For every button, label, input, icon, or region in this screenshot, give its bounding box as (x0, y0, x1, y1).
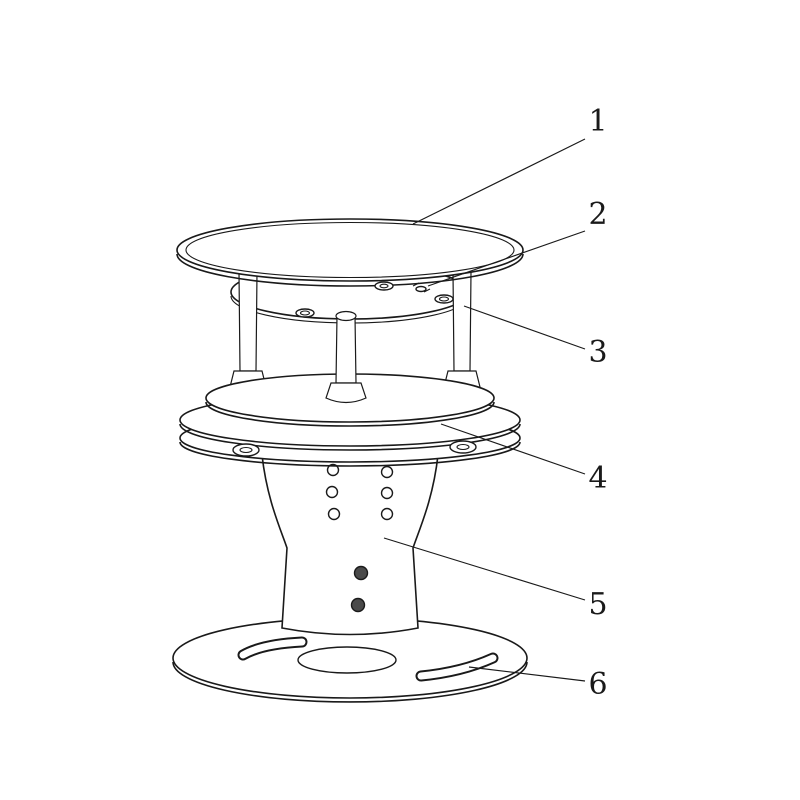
post-left-shaft (238, 271, 258, 372)
body-vent-hole (380, 486, 394, 500)
post-front-top (335, 310, 357, 322)
top-plate-hole (434, 294, 454, 304)
top-plate-fitting (415, 285, 427, 293)
mounting-plate-right-slot (415, 652, 499, 682)
callout-6-number: 6 (588, 667, 607, 702)
callout-4-number: 4 (588, 461, 607, 496)
shield-bolt-hole-right-inner (456, 443, 470, 451)
mounting-plate-rim (172, 661, 528, 703)
shield-ring-bottom-rim (179, 441, 521, 467)
top-plate-hole (374, 281, 394, 291)
sensor-body-shell (261, 454, 439, 636)
callout-2-leader-line (427, 230, 586, 287)
callout-5-number: 5 (588, 587, 607, 622)
top-plate-fitting-marks (412, 282, 431, 293)
top-plate-hole-inner (438, 296, 450, 302)
top-cap (176, 218, 524, 287)
mounting-plate (172, 617, 528, 703)
transducer-post-front (325, 310, 367, 404)
body-vent-hole (325, 485, 339, 499)
post-right-shaft (452, 271, 472, 372)
callout-3-leader-line (463, 305, 586, 350)
top-plate-holes (295, 281, 454, 318)
top-plate-hole-inner (379, 283, 389, 289)
top-plate-hole-inner (299, 310, 311, 316)
top-cap-rim (176, 253, 524, 287)
body-vent-hole (380, 507, 394, 521)
post-front-shaft (335, 315, 357, 384)
shield-bolt-hole-left-inner (239, 446, 253, 454)
body-screw-hole (350, 597, 366, 613)
body-vent-hole (327, 507, 341, 521)
callout-2-number: 2 (588, 197, 607, 232)
callout-6-leader-line (468, 666, 586, 682)
post-front-foot (325, 382, 367, 404)
callout-1-number: 1 (588, 104, 607, 139)
top-cap-inner-edge (185, 221, 515, 279)
shield-bolt-hole-right (449, 440, 477, 454)
mounting-plate-center-hole (297, 646, 397, 674)
shield-bolt-hole-left (232, 443, 260, 457)
shield-ring-top-rim (205, 401, 495, 427)
callouts: 1 2 3 4 5 6 (383, 104, 608, 702)
right-slot-cutout (417, 654, 497, 680)
callout-5-leader-line (383, 537, 586, 601)
left-slot-cutout (239, 638, 306, 659)
top-plate-hole (295, 308, 315, 318)
callout-3-number: 3 (588, 335, 607, 370)
body-screw-hole (353, 565, 369, 581)
body-vent-hole (326, 463, 340, 477)
mounting-plate-left-slot (237, 636, 308, 661)
top-cap-face (176, 218, 524, 282)
callout-4-leader-line (440, 423, 586, 475)
body-vent-hole (380, 465, 394, 479)
callout-1-leader-line (412, 138, 586, 225)
sensor-body (261, 454, 439, 636)
shield-ring-middle-rim (179, 423, 521, 451)
